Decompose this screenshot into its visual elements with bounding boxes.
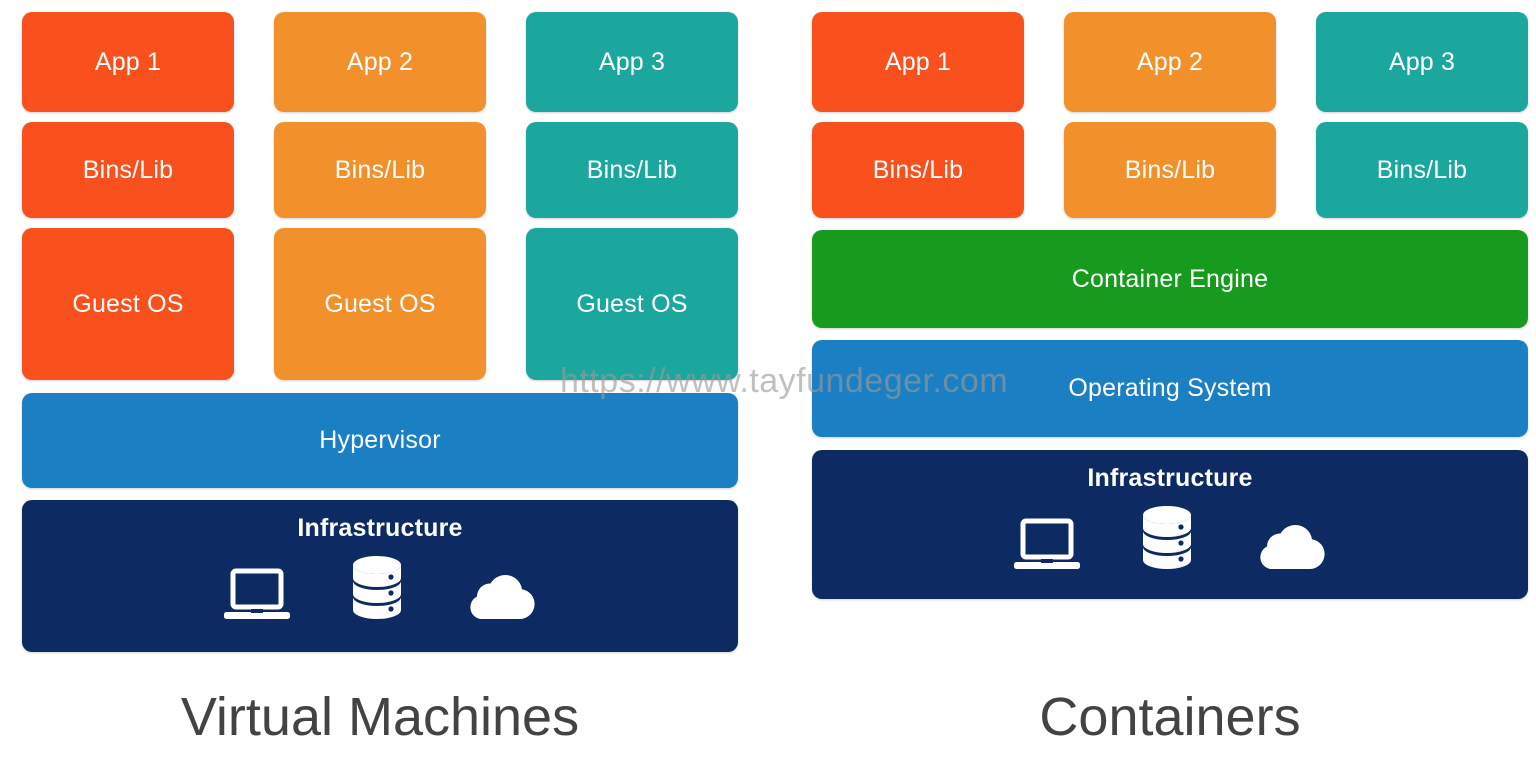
vm-hypervisor-box: Hypervisor [22,393,738,488]
vm-infrastructure-icons [221,555,539,623]
database-icon [353,556,401,619]
ct-app2-box: App 2 [1064,12,1276,112]
vm-binslib2-label: Bins/Lib [334,155,426,184]
vm-binslib1-box: Bins/Lib [22,122,234,218]
ct-infrastructure-icons [1011,505,1329,573]
vm-app3-label: App 3 [598,47,666,76]
ct-infrastructure-label: Infrastructure [1087,464,1253,492]
ct-binslib1-box: Bins/Lib [812,122,1024,218]
ct-operating-system-label: Operating System [1068,374,1272,402]
cloud-icon [1260,524,1325,569]
ct-binslib2-box: Bins/Lib [1064,122,1276,218]
vm-infrastructure-label: Infrastructure [297,514,463,542]
vm-binslib1-label: Bins/Lib [82,155,174,184]
vm-app2-label: App 2 [346,47,414,76]
cloud-icon [470,574,535,619]
vm-guestos3-box: Guest OS [526,228,738,380]
database-icon [1143,506,1191,569]
vm-app2-box: App 2 [274,12,486,112]
containers-caption: Containers [1039,687,1301,747]
vm-guestos2-label: Guest OS [324,289,436,318]
vm-infrastructure-box: Infrastructure [22,500,738,652]
vm-guestos1-box: Guest OS [22,228,234,380]
vm-binslib3-label: Bins/Lib [586,155,678,184]
vm-binslib2-box: Bins/Lib [274,122,486,218]
vm-app3-box: App 3 [526,12,738,112]
laptop-icon [1014,518,1080,569]
vm-hypervisor-label: Hypervisor [319,426,441,454]
ct-app3-box: App 3 [1316,12,1528,112]
vm-guestos1-label: Guest OS [72,289,184,318]
vm-guestos2-box: Guest OS [274,228,486,380]
vm-app1-label: App 1 [94,47,162,76]
ct-app1-box: App 1 [812,12,1024,112]
ct-operating-system-box: Operating System [812,340,1528,437]
ct-app1-label: App 1 [884,47,952,76]
ct-container-engine-box: Container Engine [812,230,1528,328]
vm-caption: Virtual Machines [180,687,580,747]
ct-container-engine-label: Container Engine [1071,264,1269,293]
ct-infrastructure-box: Infrastructure [812,450,1528,599]
vm-guestos3-label: Guest OS [576,289,688,318]
ct-binslib1-label: Bins/Lib [872,155,964,184]
ct-binslib2-label: Bins/Lib [1124,155,1216,184]
ct-app2-label: App 2 [1136,47,1204,76]
ct-app3-label: App 3 [1388,47,1456,76]
laptop-icon [224,568,290,619]
vm-app1-box: App 1 [22,12,234,112]
ct-binslib3-box: Bins/Lib [1316,122,1528,218]
ct-binslib3-label: Bins/Lib [1376,155,1468,184]
vm-binslib3-box: Bins/Lib [526,122,738,218]
